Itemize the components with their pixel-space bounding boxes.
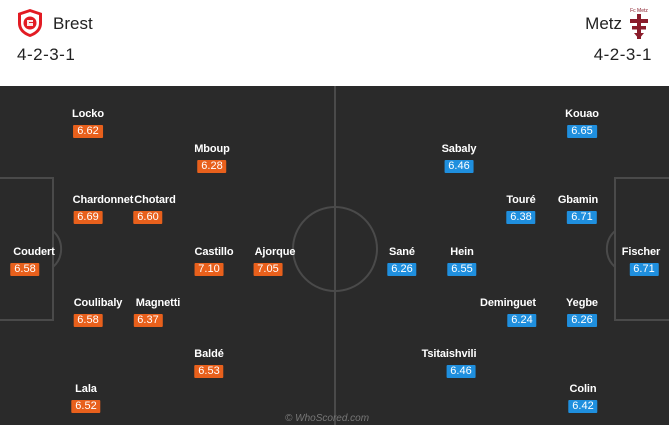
player-rating: 6.69	[73, 211, 103, 224]
player-name: Ajorque	[254, 246, 296, 258]
player-name: Coudert	[13, 246, 55, 258]
player-name: Magnetti	[135, 297, 181, 309]
player-name: Deminguet	[480, 297, 536, 309]
away-player-tsitaishvili[interactable]: Tsitaishvili 6.46	[422, 348, 477, 379]
player-rating: 6.37	[133, 314, 163, 327]
away-player-sane[interactable]: Sané 6.26	[387, 246, 417, 277]
home-player-chardonnet[interactable]: Chardonnet 6.69	[72, 194, 134, 225]
player-rating: 6.24	[507, 314, 537, 327]
player-rating: 6.53	[194, 365, 224, 378]
player-name: Colin	[569, 383, 597, 395]
player-rating: 6.46	[446, 365, 476, 378]
player-name: Fischer	[621, 246, 661, 258]
player-rating: 7.05	[253, 263, 283, 276]
player-rating: 7.10	[194, 263, 224, 276]
player-rating: 6.26	[567, 314, 597, 327]
player-rating: 6.52	[71, 400, 101, 413]
home-player-ajorque[interactable]: Ajorque 7.05	[253, 246, 296, 277]
player-name: Sané	[389, 246, 415, 258]
player-name: Coulibaly	[73, 297, 123, 309]
player-name: Chotard	[134, 194, 176, 206]
pitch-lines	[0, 86, 669, 425]
player-rating: 6.71	[567, 211, 597, 224]
away-player-fischer[interactable]: Fischer 6.71	[622, 246, 660, 277]
home-player-magnetti[interactable]: Magnetti 6.37	[133, 297, 181, 328]
player-name: Baldé	[194, 348, 224, 360]
brest-crest-icon	[18, 9, 42, 37]
player-name: Yegbe	[566, 297, 598, 309]
home-player-balde[interactable]: Baldé 6.53	[194, 348, 224, 379]
pitch: Locko 6.62 Mboup 6.28 Chardonnet 6.69 Ch…	[0, 86, 669, 425]
away-player-kouao[interactable]: Kouao 6.65	[565, 108, 599, 139]
home-player-coudert[interactable]: Coudert 6.58	[10, 246, 55, 277]
home-player-lala[interactable]: Lala 6.52	[71, 383, 101, 414]
player-rating: 6.42	[568, 400, 598, 413]
away-player-colin[interactable]: Colin 6.42	[568, 383, 598, 414]
home-player-castillo[interactable]: Castillo 7.10	[194, 246, 234, 277]
player-name: Mboup	[194, 143, 230, 155]
player-name: Castillo	[194, 246, 234, 258]
player-rating: 6.58	[73, 314, 103, 327]
player-rating: 6.71	[629, 263, 659, 276]
metz-crest-icon: Fc Metz	[630, 8, 648, 39]
watermark: © WhoScored.com	[285, 413, 370, 424]
player-rating: 6.28	[197, 160, 227, 173]
player-name: Lala	[75, 383, 97, 395]
match-header: Brest 4-2-3-1 Metz Fc Metz 4-2-3-1	[0, 0, 669, 85]
player-rating: 6.58	[10, 263, 40, 276]
player-name: Sabaly	[441, 143, 477, 155]
player-name: Chardonnet	[72, 194, 134, 206]
home-player-mboup[interactable]: Mboup 6.28	[194, 143, 230, 174]
player-rating: 6.62	[73, 125, 103, 138]
home-player-locko[interactable]: Locko 6.62	[72, 108, 104, 139]
home-player-coulibaly[interactable]: Coulibaly 6.58	[73, 297, 123, 328]
home-team-name[interactable]: Brest	[53, 14, 93, 33]
away-formation: 4-2-3-1	[593, 45, 652, 64]
away-player-gbamin[interactable]: Gbamin 6.71	[558, 194, 598, 225]
player-rating: 6.26	[387, 263, 417, 276]
player-name: Tsitaishvili	[421, 348, 477, 360]
player-rating: 6.65	[567, 125, 597, 138]
away-player-sabaly[interactable]: Sabaly 6.46	[442, 143, 477, 174]
player-rating: 6.46	[444, 160, 474, 173]
home-player-chotard[interactable]: Chotard 6.60	[133, 194, 176, 225]
player-rating: 6.38	[506, 211, 536, 224]
player-name: Gbamin	[557, 194, 599, 206]
player-name: Hein	[450, 246, 474, 258]
away-player-hein[interactable]: Hein 6.55	[447, 246, 477, 277]
away-player-deminguet[interactable]: Deminguet 6.24	[479, 297, 537, 328]
away-player-toure[interactable]: Touré 6.38	[506, 194, 536, 225]
away-team-name[interactable]: Metz	[585, 14, 622, 33]
player-rating: 6.60	[133, 211, 163, 224]
player-name: Touré	[506, 194, 536, 206]
player-rating: 6.55	[447, 263, 477, 276]
player-name: Kouao	[565, 108, 599, 120]
svg-text:Fc Metz: Fc Metz	[630, 8, 648, 14]
home-formation: 4-2-3-1	[17, 45, 76, 64]
away-player-yegbe[interactable]: Yegbe 6.26	[566, 297, 598, 328]
player-name: Locko	[72, 108, 104, 120]
